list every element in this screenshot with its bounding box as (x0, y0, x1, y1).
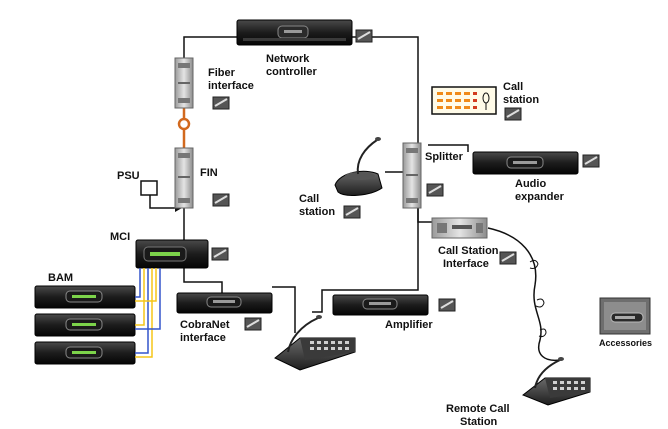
remote-cable-loops (529, 259, 547, 338)
label-splitter: Splitter (425, 151, 464, 163)
audio-expander-device[interactable] (472, 151, 579, 175)
network-controller-device[interactable] (236, 19, 353, 46)
remote-cable (487, 227, 561, 362)
amplifier-device[interactable] (332, 294, 429, 316)
cobranet-interface-device[interactable] (176, 292, 273, 314)
call-station-mid-badge-icon (343, 205, 361, 219)
splitter-device[interactable] (402, 142, 422, 209)
bam-unit-2[interactable] (34, 313, 136, 337)
fin-device[interactable] (174, 147, 194, 209)
wire-cobranet-to-desk (272, 286, 296, 333)
call-station-keypad-panel[interactable] (431, 86, 497, 115)
label-mci: MCI (110, 231, 130, 243)
label-audio-expander-1: Audio (515, 178, 546, 190)
label-fiber-interface-2: interface (208, 80, 254, 92)
cobranet-badge-icon (244, 317, 262, 331)
desk-call-station-main[interactable] (274, 315, 356, 371)
fiber-interface-badge-icon (212, 96, 230, 110)
fiber-link (177, 108, 191, 148)
label-network-controller-2: controller (266, 66, 317, 78)
bam-bus-lines (135, 268, 161, 358)
label-call-station-top-1: Call (503, 81, 523, 93)
wire-splitter-to-audioexp (428, 144, 469, 152)
label-amplifier: Amplifier (385, 319, 433, 331)
network-controller-badge-icon (355, 29, 373, 43)
label-accessories: Accessories (599, 338, 652, 348)
label-fiber-interface-1: Fiber (208, 67, 236, 79)
label-call-station-top-2: station (503, 94, 539, 106)
label-call-station-mid-1: Call (299, 193, 319, 205)
label-remote-call-station-2: Station (460, 416, 498, 428)
wire-splitter-to-csi (417, 208, 432, 223)
call-station-interface-device[interactable] (431, 217, 488, 239)
label-csi-1: Call Station (438, 245, 499, 257)
label-remote-call-station-1: Remote Call (446, 403, 510, 415)
call-station-interface-badge-icon (499, 251, 517, 265)
bam-unit-1[interactable] (34, 285, 136, 309)
label-psu: PSU (117, 170, 140, 182)
label-network-controller-1: Network (266, 53, 310, 65)
psu-box[interactable] (140, 180, 158, 196)
audio-expander-badge-icon (582, 154, 600, 168)
label-cobranet-2: interface (180, 332, 226, 344)
label-cobranet-1: CobraNet (180, 319, 230, 331)
label-audio-expander-2: expander (515, 191, 565, 203)
connection-wires (149, 36, 469, 333)
label-fin: FIN (200, 167, 218, 179)
wire-mci-to-cobranet (183, 268, 223, 293)
wire-psu (149, 195, 175, 209)
wire-nc-to-splitter (352, 36, 419, 143)
wire-amp-to-desk (312, 289, 370, 313)
desk-microphone-call-station[interactable] (334, 137, 383, 196)
label-call-station-mid-2: station (299, 206, 335, 218)
call-station-top-badge-icon (504, 107, 522, 121)
label-csi-2: Interface (443, 258, 489, 270)
mci-device[interactable] (135, 239, 209, 269)
bam-unit-3[interactable] (34, 341, 136, 365)
fin-badge-icon (212, 193, 230, 207)
label-bam: BAM (48, 272, 73, 284)
wire-nc-to-fiber (183, 36, 237, 58)
fiber-interface-device[interactable] (174, 57, 194, 109)
remote-call-station-device[interactable] (522, 357, 591, 406)
accessories-icon[interactable] (599, 297, 651, 335)
amplifier-badge-icon (438, 298, 456, 312)
mci-badge-icon (211, 247, 229, 261)
wire-amp-up (370, 208, 419, 291)
splitter-badge-icon (426, 183, 444, 197)
